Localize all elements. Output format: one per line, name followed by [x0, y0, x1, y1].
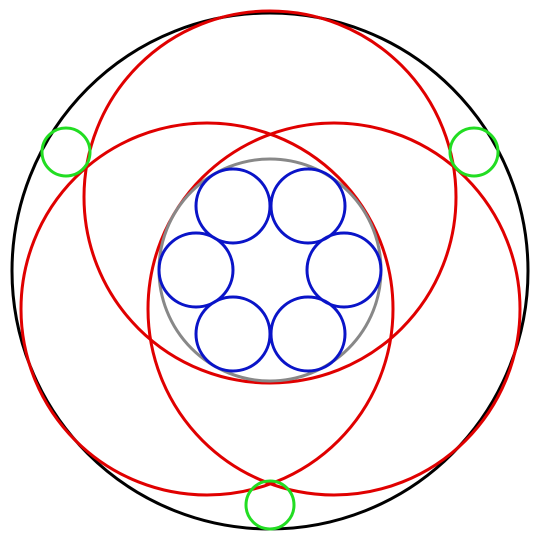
- ring-circle: [194, 167, 272, 245]
- inner-circle: [157, 157, 383, 383]
- ring-circle: [305, 231, 383, 309]
- ring-circle: [269, 167, 347, 245]
- large-circle-left: [19, 121, 395, 497]
- large-circle-top: [82, 9, 458, 385]
- ring-circle: [269, 295, 347, 373]
- gap-circle-upper-left: [40, 126, 92, 178]
- ring-circle: [194, 295, 272, 373]
- ring-circle: [157, 231, 235, 309]
- large-circle-right: [146, 121, 522, 497]
- gap-circle-bottom: [244, 479, 296, 531]
- gap-circle-upper-right: [448, 126, 500, 178]
